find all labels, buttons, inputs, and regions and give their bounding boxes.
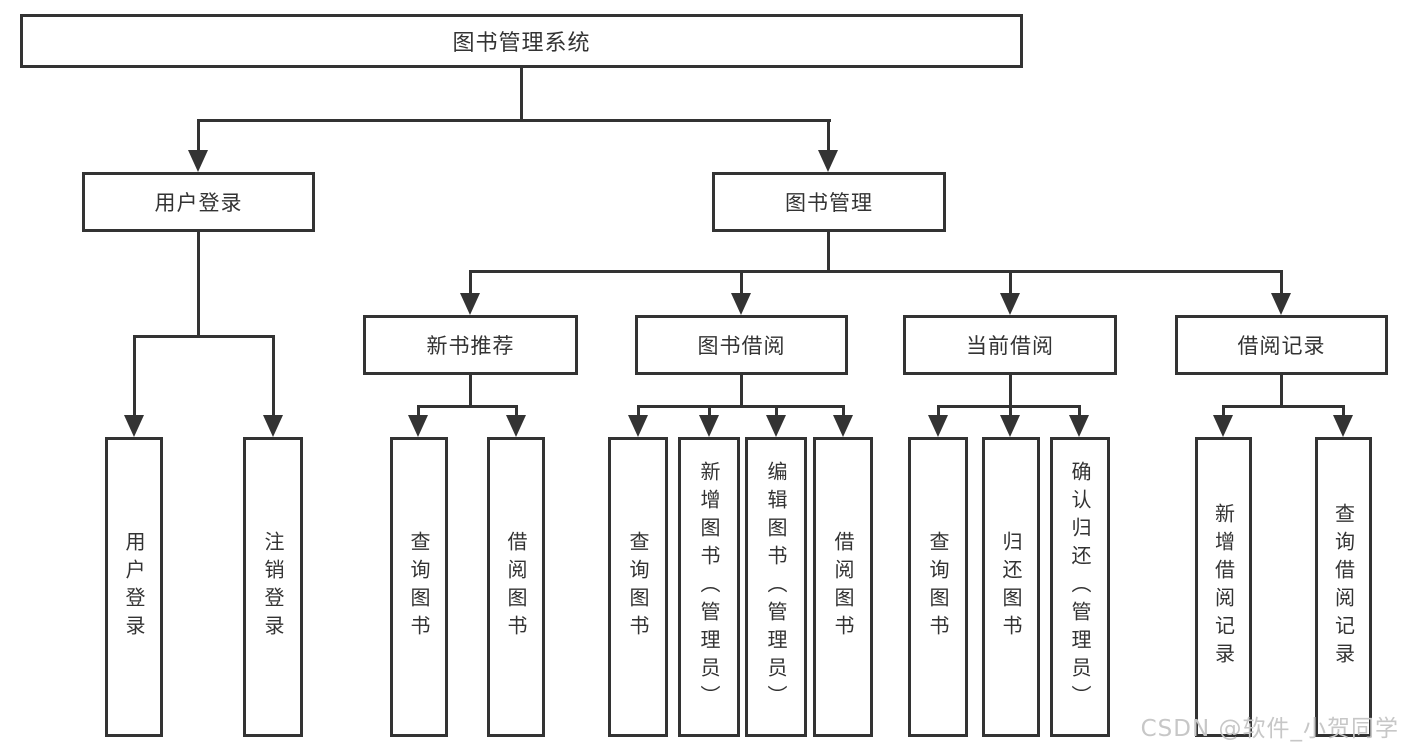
connector-root-drop-left xyxy=(197,119,200,153)
connector-cb-drop-3 xyxy=(1078,405,1081,418)
connector-nbr-stem xyxy=(469,375,472,408)
leaf-br-add-borrow-record: 新增借阅记录 xyxy=(1195,437,1252,737)
connector-user-drop-2 xyxy=(272,335,275,416)
connector-nbr-drop-1 xyxy=(417,405,420,418)
leaf-bb-add-books-admin-label: 新增图书（管理员） xyxy=(697,461,721,713)
leaf-bb-edit-books-admin-label: 编辑图书（管理员） xyxy=(764,461,788,713)
arrow-down-icon xyxy=(1000,293,1020,315)
arrow-down-icon xyxy=(460,293,480,315)
connector-cb-hbar xyxy=(937,405,1079,408)
leaf-nbr-borrow-books: 借阅图书 xyxy=(487,437,545,737)
connector-nbr-hbar xyxy=(417,405,518,408)
arrow-down-icon xyxy=(1333,415,1353,437)
connector-bb-drop-3 xyxy=(775,405,778,418)
node-book-management-label: 图书管理 xyxy=(785,191,873,215)
connector-cb-drop-2 xyxy=(1009,405,1012,418)
connector-root-stem xyxy=(520,68,523,120)
connector-cb-drop-1 xyxy=(937,405,940,418)
connector-user-hbar xyxy=(133,335,275,338)
leaf-bb-query-books-label: 查询图书 xyxy=(626,531,650,643)
node-new-book-recommendation-label: 新书推荐 xyxy=(426,334,515,358)
arrow-down-icon xyxy=(928,415,948,437)
connector-mgmt-drop-1 xyxy=(469,270,472,294)
leaf-cb-query-books: 查询图书 xyxy=(908,437,968,737)
leaf-bb-borrow-books-label: 借阅图书 xyxy=(831,531,855,643)
node-book-management: 图书管理 xyxy=(712,172,946,232)
arrow-down-icon xyxy=(188,150,208,172)
arrow-down-icon xyxy=(1271,293,1291,315)
leaf-cb-return-books: 归还图书 xyxy=(982,437,1040,737)
connector-root-drop-right xyxy=(827,119,830,153)
connector-br-hbar xyxy=(1222,405,1344,408)
leaf-bb-edit-books-admin: 编辑图书（管理员） xyxy=(745,437,807,737)
connector-mgmt-hbar xyxy=(469,270,1282,273)
leaf-nbr-borrow-books-label: 借阅图书 xyxy=(504,531,528,643)
leaf-br-query-borrow-record-label: 查询借阅记录 xyxy=(1331,503,1356,671)
connector-cb-stem xyxy=(1009,375,1012,408)
connector-mgmt-drop-2 xyxy=(740,270,743,294)
leaf-bb-borrow-books: 借阅图书 xyxy=(813,437,873,737)
leaf-bb-query-books: 查询图书 xyxy=(608,437,668,737)
leaf-nbr-query-books: 查询图书 xyxy=(390,437,448,737)
arrow-down-icon xyxy=(699,415,719,437)
connector-br-drop-1 xyxy=(1222,405,1225,418)
arrow-down-icon xyxy=(818,150,838,172)
node-borrowing-records: 借阅记录 xyxy=(1175,315,1388,375)
node-current-borrowing: 当前借阅 xyxy=(903,315,1117,375)
arrow-down-icon xyxy=(1213,415,1233,437)
connector-bb-drop-1 xyxy=(637,405,640,418)
leaf-cb-return-books-label: 归还图书 xyxy=(999,531,1023,643)
connector-user-drop-1 xyxy=(133,335,136,416)
arrow-down-icon xyxy=(1000,415,1020,437)
arrow-down-icon xyxy=(263,415,283,437)
leaf-cb-query-books-label: 查询图书 xyxy=(926,531,950,643)
connector-mgmt-stem xyxy=(827,232,830,272)
node-current-borrowing-label: 当前借阅 xyxy=(966,334,1054,358)
watermark: CSDN @软件_小贺同学 xyxy=(1140,716,1399,742)
leaf-nbr-query-books-label: 查询图书 xyxy=(407,531,431,643)
connector-br-stem xyxy=(1280,375,1283,408)
connector-br-drop-2 xyxy=(1342,405,1345,418)
connector-nbr-drop-2 xyxy=(515,405,518,418)
leaf-br-add-borrow-record-label: 新增借阅记录 xyxy=(1211,503,1236,671)
connector-bb-drop-4 xyxy=(842,405,845,418)
leaf-user-login-label: 用户登录 xyxy=(122,531,146,643)
leaf-cb-confirm-return-admin-label: 确认归还（管理员） xyxy=(1068,461,1092,713)
node-book-borrowing: 图书借阅 xyxy=(635,315,848,375)
arrow-down-icon xyxy=(628,415,648,437)
connector-bb-stem xyxy=(740,375,743,408)
arrow-down-icon xyxy=(124,415,144,437)
node-borrowing-records-label: 借阅记录 xyxy=(1237,334,1326,358)
node-user-login: 用户登录 xyxy=(82,172,315,232)
node-new-book-recommendation: 新书推荐 xyxy=(363,315,578,375)
connector-root-hbar xyxy=(197,119,831,122)
arrow-down-icon xyxy=(766,415,786,437)
connector-user-stem xyxy=(197,232,200,335)
arrow-down-icon xyxy=(506,415,526,437)
arrow-down-icon xyxy=(731,293,751,315)
leaf-logout-login-label: 注销登录 xyxy=(261,531,285,643)
connector-mgmt-drop-4 xyxy=(1280,270,1283,294)
connector-bb-hbar xyxy=(637,405,845,408)
leaf-logout-login: 注销登录 xyxy=(243,437,303,737)
node-book-borrowing-label: 图书借阅 xyxy=(697,334,786,358)
node-user-login-label: 用户登录 xyxy=(154,191,243,215)
root-node-label: 图书管理系统 xyxy=(452,31,591,56)
leaf-bb-add-books-admin: 新增图书（管理员） xyxy=(678,437,740,737)
connector-mgmt-drop-3 xyxy=(1009,270,1012,294)
leaf-cb-confirm-return-admin: 确认归还（管理员） xyxy=(1050,437,1110,737)
leaf-br-query-borrow-record: 查询借阅记录 xyxy=(1315,437,1372,737)
arrow-down-icon xyxy=(833,415,853,437)
root-node: 图书管理系统 xyxy=(20,14,1023,68)
arrow-down-icon xyxy=(1069,415,1089,437)
arrow-down-icon xyxy=(408,415,428,437)
leaf-user-login: 用户登录 xyxy=(105,437,163,737)
connector-bb-drop-2 xyxy=(708,405,711,418)
